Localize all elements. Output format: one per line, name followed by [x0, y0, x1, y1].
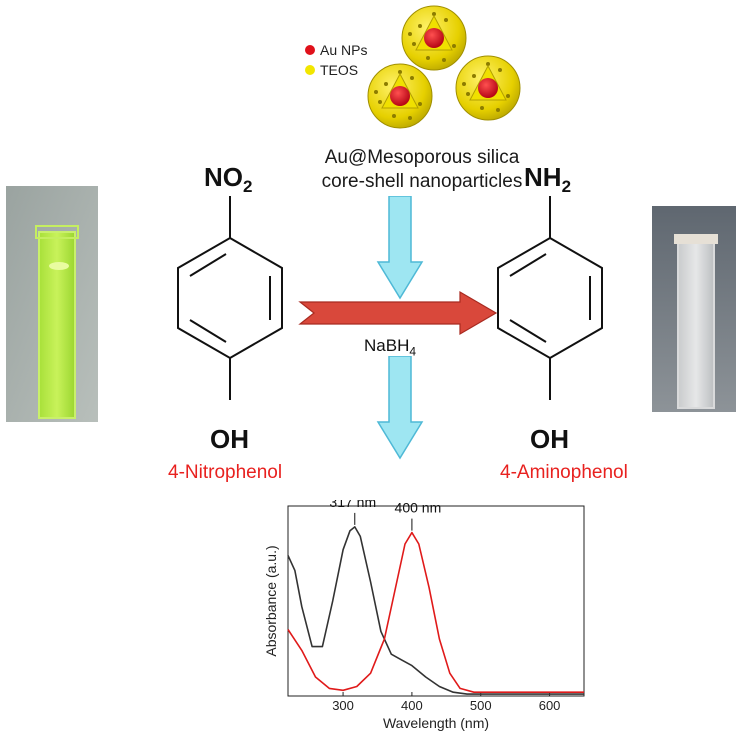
legend-markers: [305, 45, 315, 75]
x-tick-label-2: 500: [470, 698, 492, 713]
nitrophenol-cuvette-photo: [6, 186, 98, 422]
legend-teos-label: TEOS: [320, 62, 359, 78]
aminophenol-cuvette-photo: [652, 206, 736, 412]
product-hydroxyl-label: OH: [530, 424, 569, 454]
amino-group-subscript: 2: [561, 177, 572, 197]
plot-frame: [287, 505, 585, 697]
catalyst-caption: Au@Mesoporous silica core-shell nanopart…: [262, 146, 582, 194]
catalyst-caption-line2: core-shell nanoparticles: [321, 171, 523, 192]
series-line-1: [287, 531, 584, 693]
nanoparticle-1: [401, 5, 467, 71]
catalyst-caption-line1: Au@Mesoporous silica: [324, 147, 520, 168]
flow-arrow-bottom: [376, 356, 424, 460]
y-axis-label: Absorbance (a.u.): [263, 545, 279, 656]
x-axis-label: Wavelength (nm): [383, 715, 489, 731]
x-tick-label-3: 600: [539, 698, 561, 713]
amino-group-main: NH: [524, 162, 562, 192]
au-np-marker: [305, 45, 315, 55]
reagent-subscript: 4: [409, 344, 417, 359]
reactant-hydroxyl-label: OH: [210, 424, 249, 454]
legend-au-label: Au NPs: [320, 42, 368, 58]
x-tick-label-0: 300: [332, 698, 354, 713]
flow-arrow-top: [376, 196, 424, 300]
nanoparticle-2: [367, 63, 433, 129]
nitro-group-label: NO2: [204, 162, 252, 197]
series-line-0: [287, 526, 584, 695]
reactant-name: 4-Nitrophenol: [168, 462, 283, 483]
aminophenol-structure: [497, 196, 603, 400]
nitrophenol-structure: [177, 196, 283, 400]
amino-group-label: NH2: [524, 162, 571, 197]
teos-marker: [305, 65, 315, 75]
reagent-main: NaBH: [364, 336, 410, 355]
nitro-group-main: NO: [204, 162, 243, 192]
reagent-label: NaBH4: [364, 336, 416, 358]
core-shell-nanoparticles: [367, 5, 521, 129]
reaction-arrow: [298, 290, 498, 336]
nanoparticle-3: [455, 55, 521, 121]
nitro-group-subscript: 2: [243, 177, 253, 197]
x-tick-label-1: 400: [401, 698, 423, 713]
product-name: 4-Aminophenol: [500, 462, 628, 483]
annotation-label-0: 317 nm: [329, 500, 376, 510]
annotation-label-1: 400 nm: [395, 500, 442, 516]
